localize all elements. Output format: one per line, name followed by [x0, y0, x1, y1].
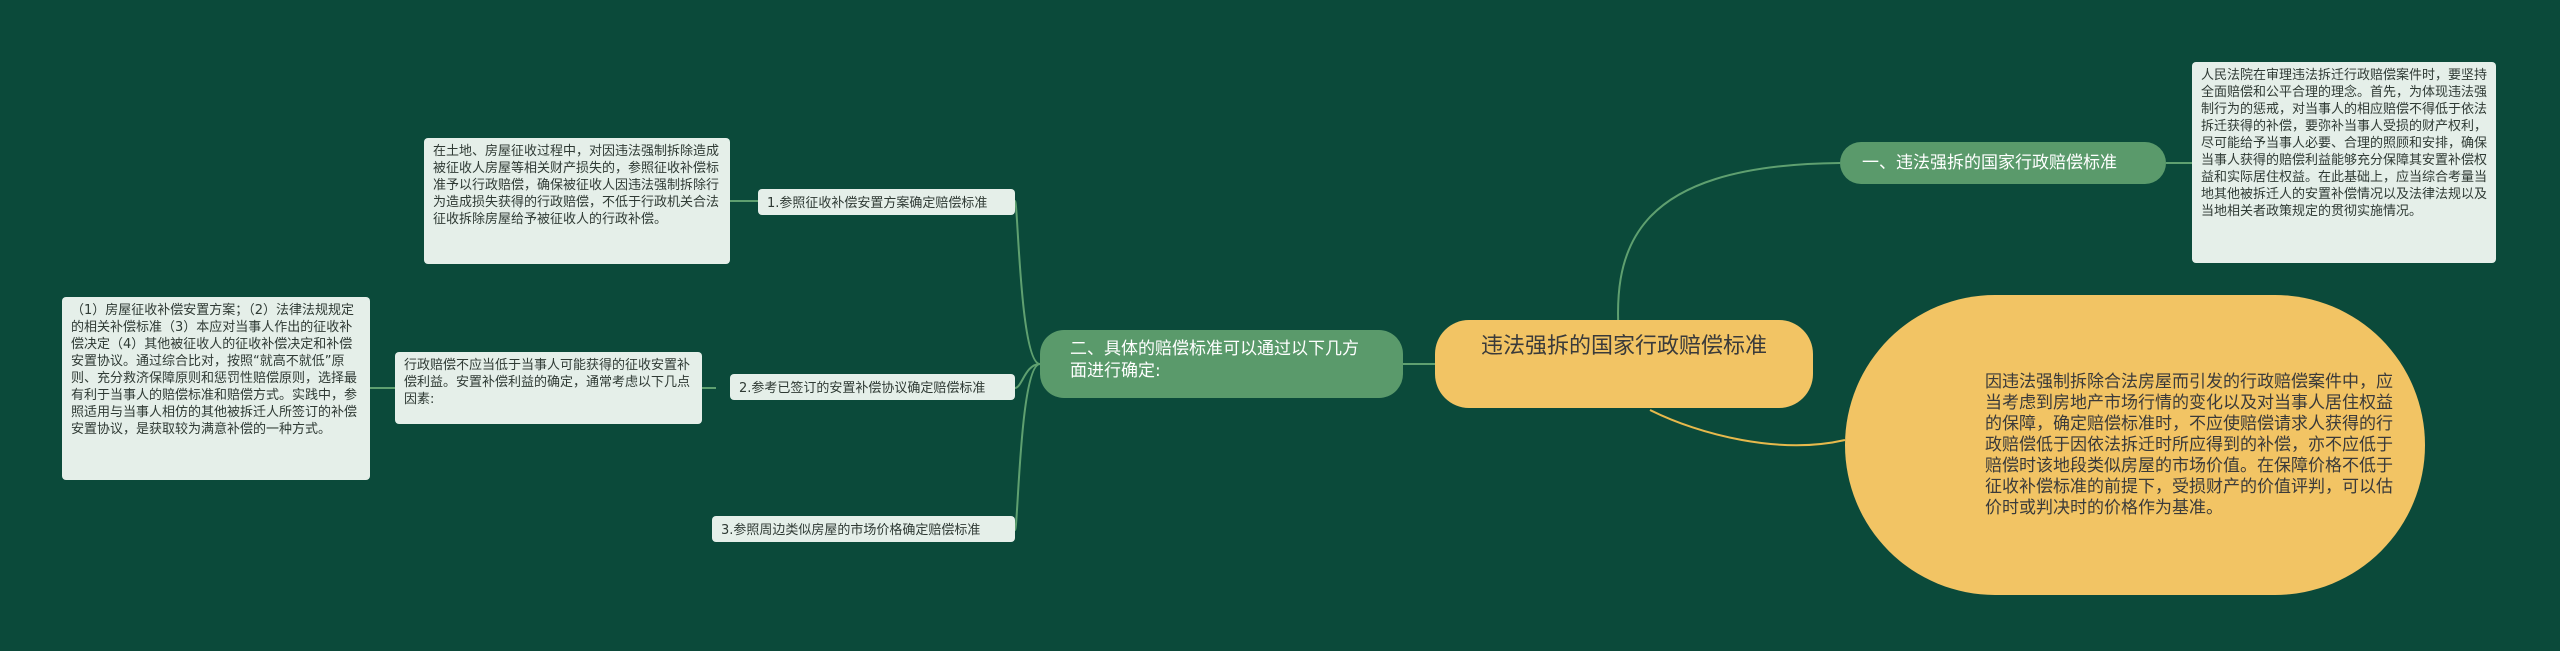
branch2-item-3[interactable]: 3.参照周边类似房屋的市场价格确定赔偿标准	[712, 516, 1015, 542]
root-node[interactable]: 违法强拆的国家行政赔偿标准	[1435, 320, 1813, 408]
item-1-note: 在土地、房屋征收过程中，对因违法强制拆除造成被征收人房屋等相关财产损失的，参照征…	[424, 138, 730, 264]
item-2-label: 2.参考已签订的安置补偿协议确定赔偿标准	[739, 381, 986, 396]
branch2-node[interactable]: 二、具体的赔偿标准可以通过以下几方面进行确定:	[1040, 330, 1403, 398]
branch2-item-2[interactable]: 2.参考已签订的安置补偿协议确定赔偿标准	[730, 374, 1015, 400]
item-3-label: 3.参照周边类似房屋的市场价格确定赔偿标准	[721, 523, 981, 538]
branch1-note-text: 人民法院在审理违法拆迁行政赔偿案件时，要坚持全面赔偿和公平合理的理念。首先，为体…	[2201, 68, 2488, 219]
branch3-text: 因违法强制拆除合法房屋而引发的行政赔偿案件中，应当考虑到房地产市场行情的变化以及…	[1985, 371, 2393, 518]
item-2-note: 行政赔偿不应当低于当事人可能获得的征收安置补偿利益。安置补偿利益的确定，通常考虑…	[395, 352, 702, 424]
branch1-label: 一、违法强拆的国家行政赔偿标准	[1862, 153, 2117, 173]
branch1-node[interactable]: 一、违法强拆的国家行政赔偿标准	[1840, 142, 2166, 184]
item-2-subnote-text: （1）房屋征收补偿安置方案；（2）法律法规规定的相关补偿标准（3）本应对当事人作…	[71, 303, 358, 437]
item-2-subnote: （1）房屋征收补偿安置方案；（2）法律法规规定的相关补偿标准（3）本应对当事人作…	[62, 297, 370, 480]
branch2-item-1[interactable]: 1.参照征收补偿安置方案确定赔偿标准	[758, 189, 1015, 215]
connector-branch2-items	[1014, 200, 1041, 531]
root-title: 违法强拆的国家行政赔偿标准	[1480, 334, 1767, 359]
branch2-label: 二、具体的赔偿标准可以通过以下几方面进行确定:	[1070, 339, 1359, 381]
branch3-bubble[interactable]: 因违法强制拆除合法房屋而引发的行政赔偿案件中，应当考虑到房地产市场行情的变化以及…	[1845, 295, 2425, 595]
branch1-note: 人民法院在审理违法拆迁行政赔偿案件时，要坚持全面赔偿和公平合理的理念。首先，为体…	[2192, 62, 2496, 263]
item-1-label: 1.参照征收补偿安置方案确定赔偿标准	[767, 196, 988, 211]
connector-root-branch3	[1649, 409, 1846, 447]
connector-root-branch1	[1617, 162, 1841, 351]
item-1-note-text: 在土地、房屋征收过程中，对因违法强制拆除造成被征收人房屋等相关财产损失的，参照征…	[433, 144, 720, 227]
item-2-note-text: 行政赔偿不应当低于当事人可能获得的征收安置补偿利益。安置补偿利益的确定，通常考虑…	[404, 358, 691, 407]
